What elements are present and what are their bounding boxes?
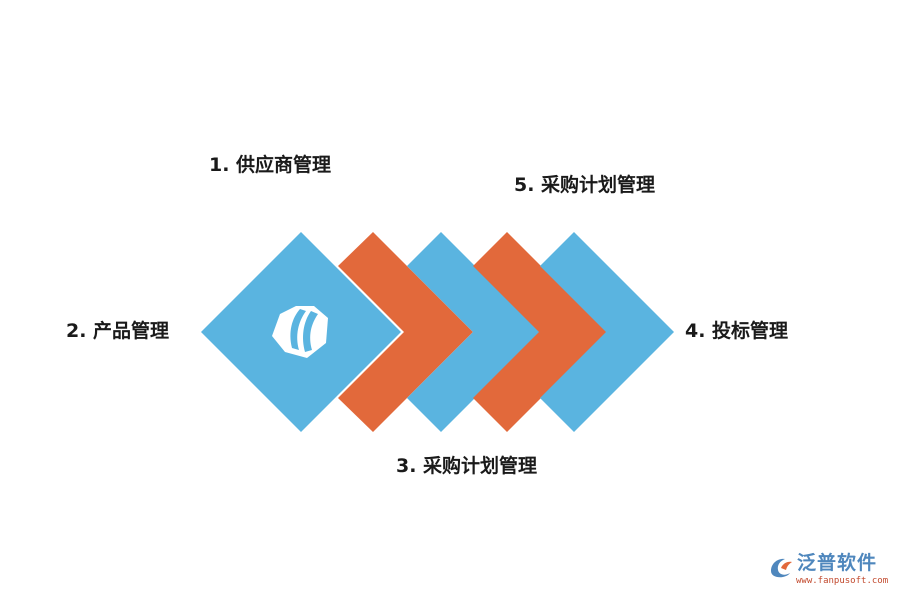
fanpu-logo-icon — [771, 558, 792, 578]
watermark-brand: 泛普软件 — [797, 552, 878, 574]
chevron-blue-1 — [407, 232, 541, 432]
step-5-label: 5. 采购计划管理 — [514, 174, 656, 196]
hexagon-leaf-logo-icon — [272, 306, 328, 358]
hexagon-swoosh — [290, 309, 306, 350]
chevron-orange-2 — [473, 232, 607, 432]
hexagon-swoosh-2 — [303, 311, 318, 352]
chevron-blue-2 — [540, 232, 674, 432]
watermark-url: www.fanpusoft.com — [796, 576, 889, 586]
step-2-label: 2. 产品管理 — [66, 320, 170, 342]
step-4-label: 4. 投标管理 — [685, 320, 789, 342]
chevron-orange-1 — [338, 232, 473, 432]
step-3-label: 3. 采购计划管理 — [396, 455, 538, 477]
step-1-label: 1. 供应商管理 — [209, 154, 332, 176]
watermark: 泛普软件 www.fanpusoft.com — [768, 554, 892, 590]
